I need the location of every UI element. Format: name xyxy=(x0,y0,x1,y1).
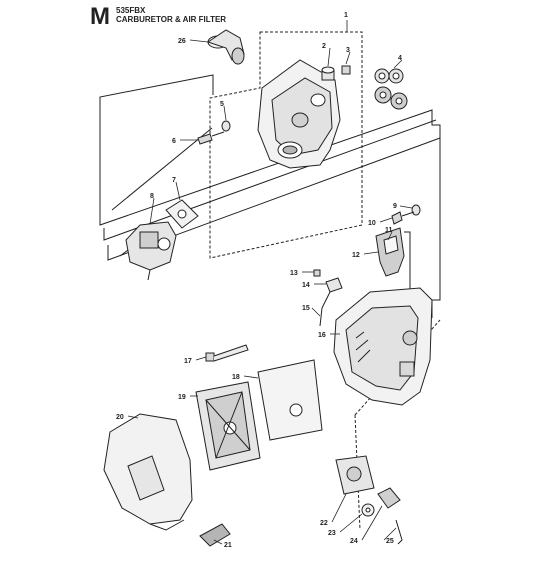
part-15-rod xyxy=(319,291,331,327)
callout-17: 17 xyxy=(184,358,192,365)
part-8-carburetor xyxy=(119,221,177,281)
part-3-screw xyxy=(341,65,351,75)
model-name: 535FBX xyxy=(116,6,146,15)
callout-2: 2 xyxy=(322,43,326,50)
callout-16: 16 xyxy=(318,332,326,339)
section-title: CARBURETOR & AIR FILTER xyxy=(116,15,227,24)
part-17-bolt xyxy=(205,344,249,362)
callout-8: 8 xyxy=(150,193,154,200)
part-26-elbow xyxy=(206,29,245,65)
callout-15: 15 xyxy=(302,305,310,312)
callout-labels: 1 2 3 4 5 6 7 8 9 10 11 12 13 14 15 16 1… xyxy=(116,12,402,549)
callout-1: 1 xyxy=(344,12,348,19)
part-14-clip xyxy=(325,277,343,293)
callout-13: 13 xyxy=(290,270,298,277)
callout-11: 11 xyxy=(385,227,393,234)
part-13-screw xyxy=(313,269,321,277)
section-letter: M xyxy=(90,3,110,30)
part-20-cover xyxy=(103,413,193,531)
part-23-washer xyxy=(361,503,375,517)
callout-26: 26 xyxy=(178,38,186,45)
callout-21: 21 xyxy=(224,542,232,549)
part-19-filter-holder xyxy=(195,381,261,471)
part-2-bushing xyxy=(321,66,335,81)
callout-20: 20 xyxy=(116,414,124,421)
group-box-1 xyxy=(209,31,363,259)
callout-18: 18 xyxy=(232,374,240,381)
callout-9: 9 xyxy=(393,203,397,210)
callout-19: 19 xyxy=(178,394,186,401)
part-25-pin xyxy=(395,519,403,545)
callout-7: 7 xyxy=(172,177,176,184)
leader-lines xyxy=(127,20,413,545)
part-7-gasket xyxy=(165,199,199,229)
part-22-plate xyxy=(335,455,375,495)
part-6-screw xyxy=(197,131,225,145)
part-12-bracket xyxy=(375,227,411,301)
callout-5: 5 xyxy=(220,101,224,108)
part-21-latch xyxy=(199,523,231,547)
part-24-knob xyxy=(377,487,401,509)
callout-22: 22 xyxy=(320,520,328,527)
callout-14: 14 xyxy=(302,282,310,289)
callout-3: 3 xyxy=(346,47,350,54)
frame-outline xyxy=(99,74,441,318)
callout-25: 25 xyxy=(386,538,394,545)
callout-24: 24 xyxy=(350,538,358,545)
part-4-rings xyxy=(374,68,408,110)
callout-6: 6 xyxy=(172,138,176,145)
part-9-screw xyxy=(411,204,421,216)
callout-10: 10 xyxy=(368,220,376,227)
callout-23: 23 xyxy=(328,530,336,537)
part-18-filter-foam xyxy=(257,359,323,441)
part-5-washer xyxy=(221,120,231,132)
part-1-adapter xyxy=(257,59,341,169)
part-16-housing xyxy=(333,287,433,406)
callout-12: 12 xyxy=(352,252,360,259)
part-10-screw xyxy=(391,211,415,225)
callout-4: 4 xyxy=(398,55,402,62)
